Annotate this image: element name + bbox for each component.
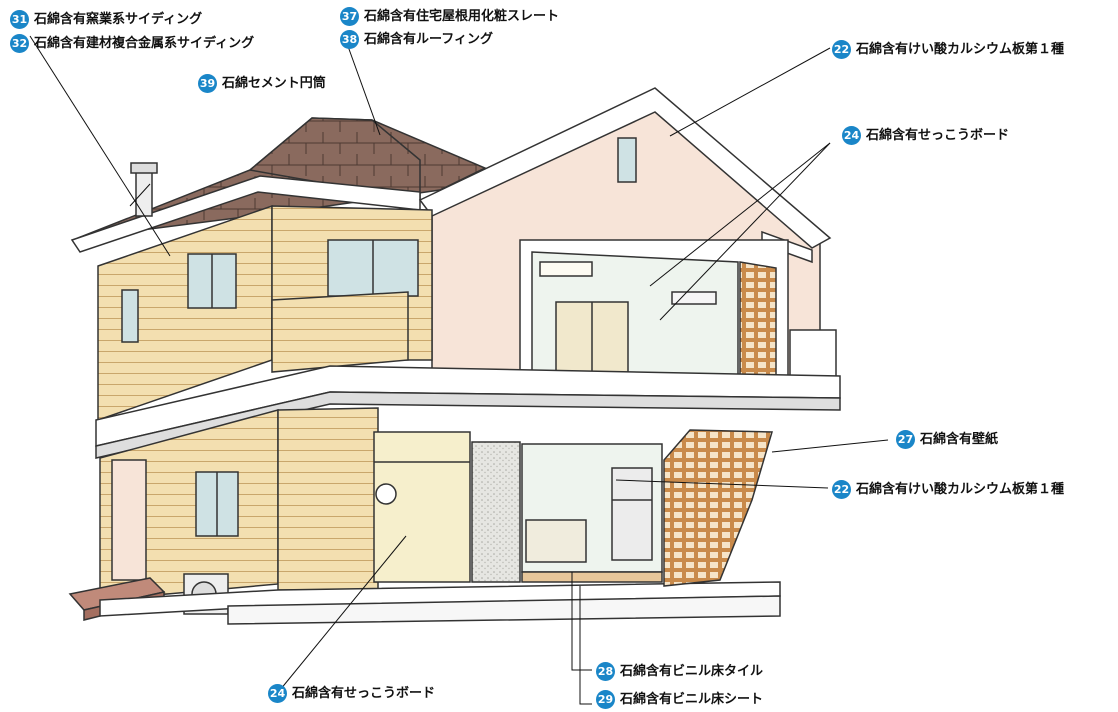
callout-24-lower-text: 石綿含有せっこうボード <box>292 685 436 701</box>
callout-24-upper-number: 24 <box>842 126 861 145</box>
callout-37: 37 石綿含有住宅屋根用化粧スレート <box>340 7 559 26</box>
callout-39-text: 石綿セメント円筒 <box>222 75 326 91</box>
callout-24-lower-number: 24 <box>268 684 287 703</box>
upper-floor-left <box>97 204 433 422</box>
callout-37-number: 37 <box>340 7 359 26</box>
callout-37-text: 石綿含有住宅屋根用化粧スレート <box>364 8 560 24</box>
callout-31: 31 石綿含有窯業系サイディング <box>10 10 202 29</box>
callout-38-text: 石綿含有ルーフィング <box>364 31 493 47</box>
callout-24-lower: 24 石綿含有せっこうボード <box>268 684 435 703</box>
callout-38-number: 38 <box>340 30 359 49</box>
callout-24-upper-text: 石綿含有せっこうボード <box>866 127 1010 143</box>
callout-31-number: 31 <box>10 10 29 29</box>
callout-22-upper-text: 石綿含有けい酸カルシウム板第１種 <box>856 41 1065 57</box>
callout-27: 27 石綿含有壁紙 <box>896 430 998 449</box>
callout-22-upper-number: 22 <box>832 40 851 59</box>
callout-28-number: 28 <box>596 662 615 681</box>
callout-39: 39 石綿セメント円筒 <box>198 74 326 93</box>
callout-22-lower-text: 石綿含有けい酸カルシウム板第１種 <box>856 481 1065 497</box>
callout-27-number: 27 <box>896 430 915 449</box>
callout-22-upper: 22 石綿含有けい酸カルシウム板第１種 <box>832 40 1064 59</box>
callout-28-text: 石綿含有ビニル床タイル <box>620 663 764 679</box>
callout-22-lower-number: 22 <box>832 480 851 499</box>
callout-32-text: 石綿含有建材複合金属系サイディング <box>34 35 255 51</box>
callout-29-number: 29 <box>596 690 615 709</box>
callout-32-number: 32 <box>10 34 29 53</box>
lower-room-cutaway <box>373 429 773 587</box>
floor-band <box>95 365 841 459</box>
lower-floor <box>68 407 781 625</box>
callout-31-text: 石綿含有窯業系サイディング <box>34 11 203 27</box>
callout-27-text: 石綿含有壁紙 <box>920 431 999 447</box>
callout-29-text: 石綿含有ビニル床シート <box>620 691 764 707</box>
callout-39-number: 39 <box>198 74 217 93</box>
callout-38: 38 石綿含有ルーフィング <box>340 30 493 49</box>
callout-29: 29 石綿含有ビニル床シート <box>596 690 763 709</box>
leader-lines <box>29 35 889 705</box>
callout-32: 32 石綿含有建材複合金属系サイディング <box>10 34 254 53</box>
callout-28: 28 石綿含有ビニル床タイル <box>596 662 763 681</box>
upper-room-cutaway <box>519 239 837 391</box>
callout-24-upper: 24 石綿含有せっこうボード <box>842 126 1009 145</box>
callout-22-lower: 22 石綿含有けい酸カルシウム板第１種 <box>832 480 1064 499</box>
